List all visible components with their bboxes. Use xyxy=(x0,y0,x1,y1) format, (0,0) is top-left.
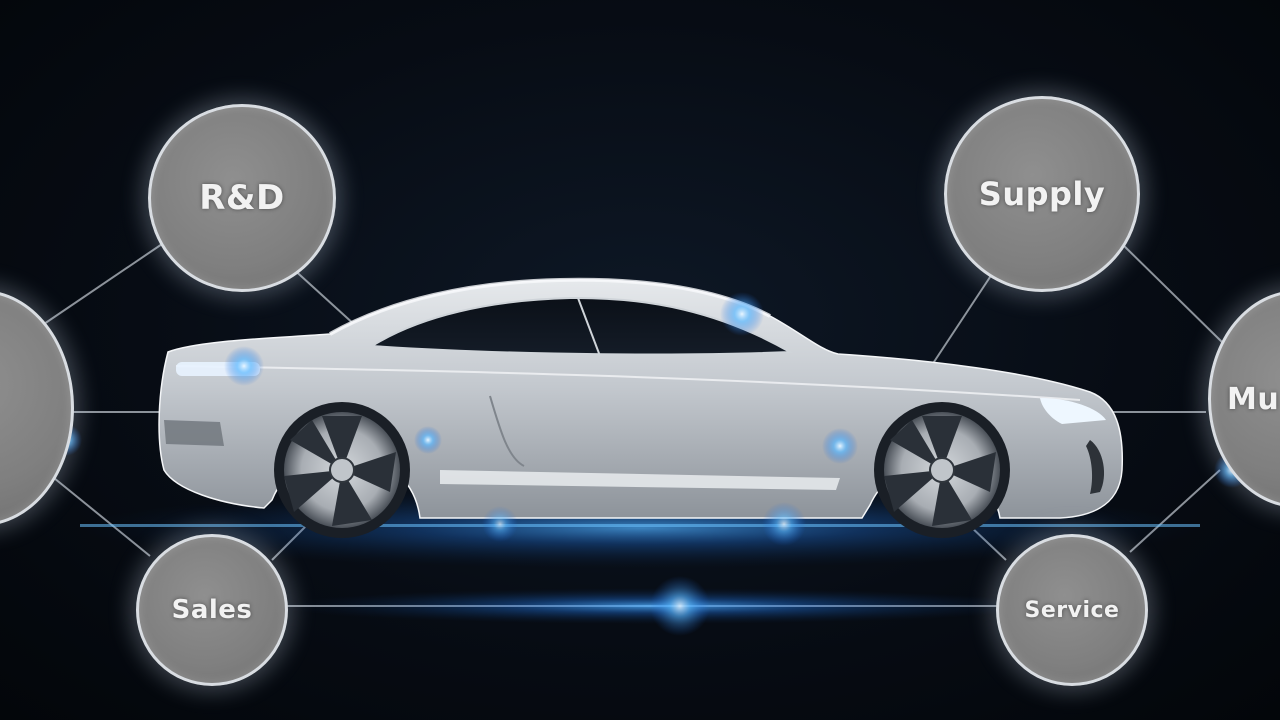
service-bubble: Service xyxy=(996,534,1148,686)
sales-label: Sales xyxy=(171,595,253,625)
light-sparkles xyxy=(50,292,1250,636)
right-edge-label: Mu xyxy=(1227,381,1280,417)
car xyxy=(158,277,1124,538)
rd-bubble: R&D xyxy=(148,104,336,292)
front-wheel xyxy=(874,402,1010,538)
supply-label: Supply xyxy=(978,175,1106,213)
sales-bubble: Sales xyxy=(136,534,288,686)
supply-bubble: Supply xyxy=(944,96,1140,292)
rear-wheel xyxy=(274,402,410,538)
rd-label: R&D xyxy=(199,178,285,218)
service-label: Service xyxy=(1024,597,1120,623)
